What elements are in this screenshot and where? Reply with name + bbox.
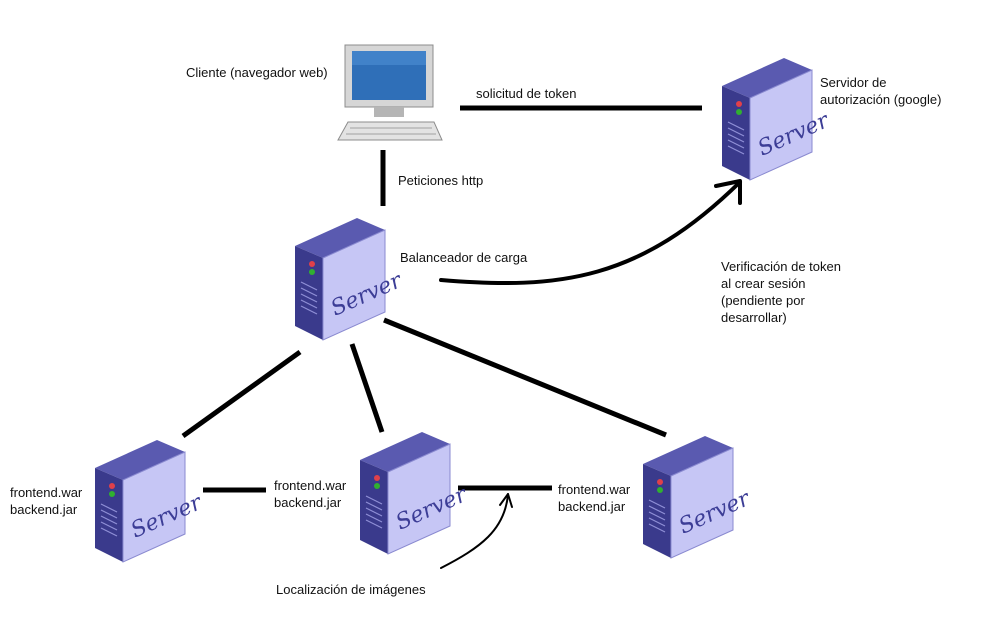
- middle-node-server-icon: [359, 431, 473, 555]
- auth-server-label: Servidor de autorización (google): [820, 74, 941, 108]
- edge-balancer-right: [383, 317, 667, 438]
- image-location-arrowhead: [499, 493, 513, 508]
- token-verification-label-line: Verificación de token: [721, 259, 841, 274]
- right-node-label-line: frontend.war: [558, 482, 631, 497]
- left-node-label: frontend.war backend.jar: [10, 484, 82, 518]
- edge-balancer-middle: [349, 343, 385, 433]
- client-label: Cliente (navegador web): [186, 65, 328, 80]
- verification-arrowhead: [714, 179, 742, 205]
- token-verification-label-line: (pendiente por: [721, 293, 805, 308]
- http-requests-label: Peticiones http: [398, 173, 484, 188]
- left-node-label-line: backend.jar: [10, 502, 78, 517]
- client-computer-icon: [337, 44, 443, 141]
- right-node-label-line: backend.jar: [558, 499, 626, 514]
- auth-server-label-line: Servidor de: [820, 75, 887, 90]
- auth-server-icon: [721, 57, 835, 181]
- right-node-server-icon: [642, 435, 756, 559]
- verification-arrow: [439, 180, 742, 286]
- token-verification-label-line: desarrollar): [721, 310, 787, 325]
- load-balancer-label: Balanceador de carga: [400, 250, 528, 265]
- edge-balancer-left: [181, 349, 302, 439]
- left-node-server-icon: [94, 439, 208, 563]
- token-verification-label-line: al crear sesión: [721, 276, 806, 291]
- right-node-label: frontend.war backend.jar: [558, 481, 630, 515]
- token-request-label: solicitud de token: [476, 86, 577, 101]
- image-location-arrow: [440, 493, 509, 569]
- token-verification-label: Verificación de token al crear sesión (p…: [721, 258, 841, 326]
- middle-node-label-line: backend.jar: [274, 495, 342, 510]
- left-node-label-line: frontend.war: [10, 485, 83, 500]
- middle-node-label: frontend.war backend.jar: [274, 477, 346, 511]
- image-location-label: Localización de imágenes: [276, 582, 426, 597]
- auth-server-label-line: autorización (google): [820, 92, 942, 107]
- middle-node-label-line: frontend.war: [274, 478, 347, 493]
